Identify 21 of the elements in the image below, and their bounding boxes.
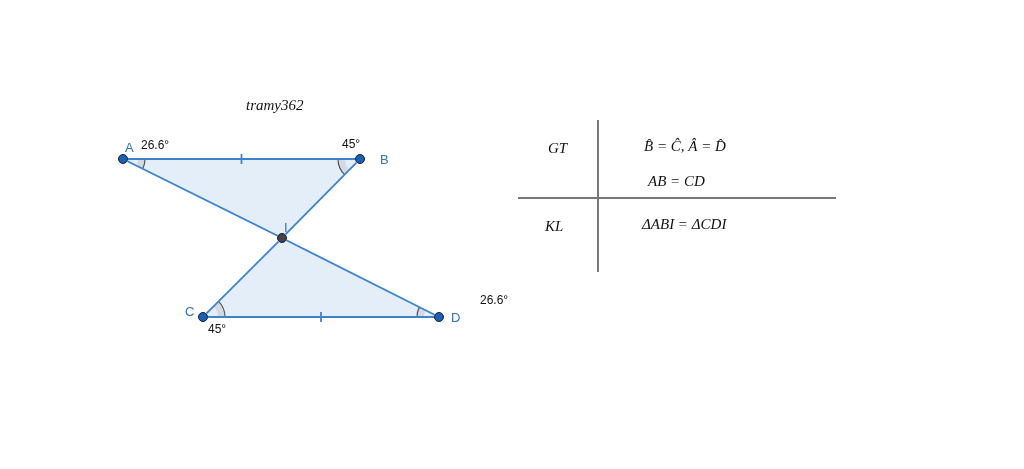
- point-label: C: [185, 305, 195, 318]
- line-segment: [127, 158, 356, 160]
- line-segment: [285, 239, 436, 316]
- line-segment: [284, 161, 358, 236]
- table-cell-text: B̂ = Ĉ, Â = D̂: [644, 139, 726, 154]
- table-heading: GT: [548, 141, 568, 156]
- table-heading: KL: [545, 219, 564, 234]
- point-label: I: [284, 221, 288, 234]
- angle-label: 26.6°: [480, 294, 509, 306]
- figure-title: tramy362: [246, 98, 304, 113]
- line-segment: [207, 316, 435, 318]
- angle-label: 45°: [208, 323, 227, 335]
- table-cell-text: ΔABI = ΔCDI: [642, 217, 727, 232]
- line-segment: [126, 160, 279, 237]
- line-segment: [205, 240, 280, 315]
- point-label: D: [451, 311, 461, 324]
- table-cell-text: AB = CD: [648, 174, 705, 189]
- angle-label: 26.6°: [141, 139, 170, 151]
- point-label: A: [125, 141, 134, 154]
- angle-label: 45°: [342, 138, 361, 150]
- point-label: B: [380, 153, 389, 166]
